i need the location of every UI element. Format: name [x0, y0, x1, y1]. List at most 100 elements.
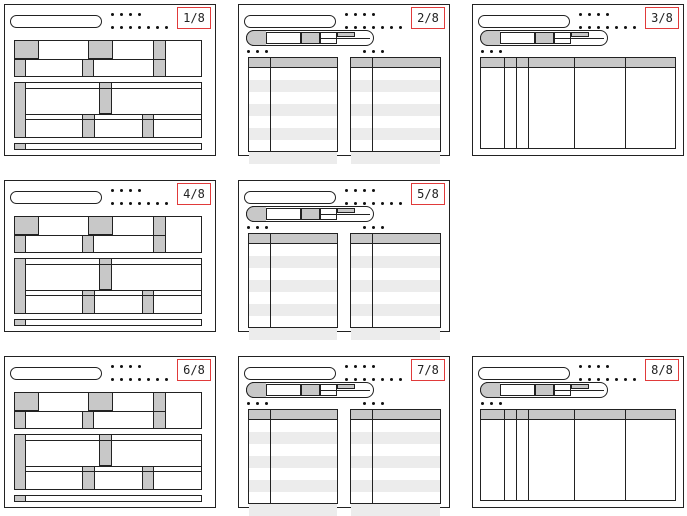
search-pill[interactable] [10, 15, 102, 28]
tab[interactable] [500, 384, 535, 396]
thumbnail-card[interactable]: 5/8 [238, 180, 450, 340]
pagination-dot [588, 13, 591, 16]
block [82, 59, 94, 77]
thumbnail-card[interactable]: 6/8 [4, 356, 216, 508]
table-header [480, 409, 676, 420]
table-row-stripe [351, 152, 440, 164]
search-pill[interactable] [244, 367, 336, 380]
table-row-stripe [249, 504, 337, 516]
thumbnail-card[interactable]: 8/8 [472, 356, 684, 508]
search-pill[interactable] [10, 367, 102, 380]
pagination-dot [390, 26, 393, 29]
thumbnail-card[interactable]: 7/8 [238, 356, 450, 516]
divider [320, 390, 370, 391]
pagination-dot [165, 378, 168, 381]
table-header [248, 233, 338, 244]
divider [26, 440, 202, 441]
block [14, 40, 39, 59]
pagination-dot [372, 26, 375, 29]
table-row-stripe [351, 128, 440, 140]
page-badge: 7/8 [411, 359, 445, 381]
table-row-stripe [351, 304, 440, 316]
table-row-stripe [249, 104, 337, 116]
divider [26, 114, 202, 115]
block [14, 59, 26, 77]
tab[interactable] [266, 384, 301, 396]
pagination-dot [597, 13, 600, 16]
table-row-stripe [249, 280, 337, 292]
block [99, 82, 112, 114]
pagination-dot [615, 26, 618, 29]
table-row-stripe [249, 432, 337, 444]
pagination-dot [345, 365, 348, 368]
table-row-stripe [249, 256, 337, 268]
tab[interactable] [337, 32, 355, 37]
divider [26, 290, 202, 291]
progress-bar [14, 319, 202, 326]
thumbnail-card[interactable]: 3/8 [472, 4, 684, 156]
table-row-stripe [249, 80, 337, 92]
thumbnail-card[interactable]: 1/8 [4, 4, 216, 156]
block [99, 258, 112, 290]
column-divider [270, 409, 271, 504]
tab[interactable] [535, 384, 554, 396]
tab-active[interactable] [246, 30, 266, 46]
search-pill[interactable] [478, 15, 570, 28]
pagination-dot [138, 202, 141, 205]
pagination-dot [363, 202, 366, 205]
block [153, 392, 166, 429]
tab-active[interactable] [246, 206, 266, 222]
table-row-stripe [351, 480, 440, 492]
pagination-dot [138, 378, 141, 381]
divider [554, 38, 604, 39]
search-pill[interactable] [10, 191, 102, 204]
tab[interactable] [337, 384, 355, 389]
tab[interactable] [301, 32, 320, 44]
pagination-dot [354, 378, 357, 381]
search-pill[interactable] [244, 15, 336, 28]
table-header [248, 409, 338, 420]
tab[interactable] [337, 208, 355, 213]
indicator-dot [247, 50, 250, 53]
indicator-dot [490, 402, 493, 405]
tab[interactable] [500, 32, 535, 44]
block [153, 40, 166, 77]
pagination-dot [120, 189, 123, 192]
pagination-dot [597, 365, 600, 368]
column-divider [574, 57, 575, 149]
tab[interactable] [571, 32, 589, 37]
tab-active[interactable] [480, 382, 500, 398]
divider [26, 466, 202, 467]
tab[interactable] [266, 32, 301, 44]
pagination-dot [129, 13, 132, 16]
pagination-dot [606, 365, 609, 368]
pagination-dot [111, 202, 114, 205]
pagination-dot [597, 378, 600, 381]
column-divider [574, 409, 575, 501]
search-pill[interactable] [244, 191, 336, 204]
table-header [350, 409, 441, 420]
tab-active[interactable] [246, 382, 266, 398]
block [142, 114, 154, 138]
pagination-dot [345, 13, 348, 16]
tab[interactable] [571, 384, 589, 389]
table-row-stripe [351, 80, 440, 92]
column-divider [516, 57, 517, 149]
tab[interactable] [301, 384, 320, 396]
divider [320, 38, 370, 39]
tab[interactable] [266, 208, 301, 220]
thumbnail-card[interactable]: 4/8 [4, 180, 216, 332]
indicator-dot [481, 50, 484, 53]
pagination-dot [363, 378, 366, 381]
thumbnail-card[interactable]: 2/8 [238, 4, 450, 164]
table-row-stripe [351, 456, 440, 468]
pagination-dot [363, 26, 366, 29]
indicator-dot [372, 402, 375, 405]
search-pill[interactable] [478, 367, 570, 380]
tab-active[interactable] [480, 30, 500, 46]
pagination-dot [156, 202, 159, 205]
block [14, 434, 26, 490]
block [99, 434, 112, 466]
tab[interactable] [301, 208, 320, 220]
tab[interactable] [535, 32, 554, 44]
